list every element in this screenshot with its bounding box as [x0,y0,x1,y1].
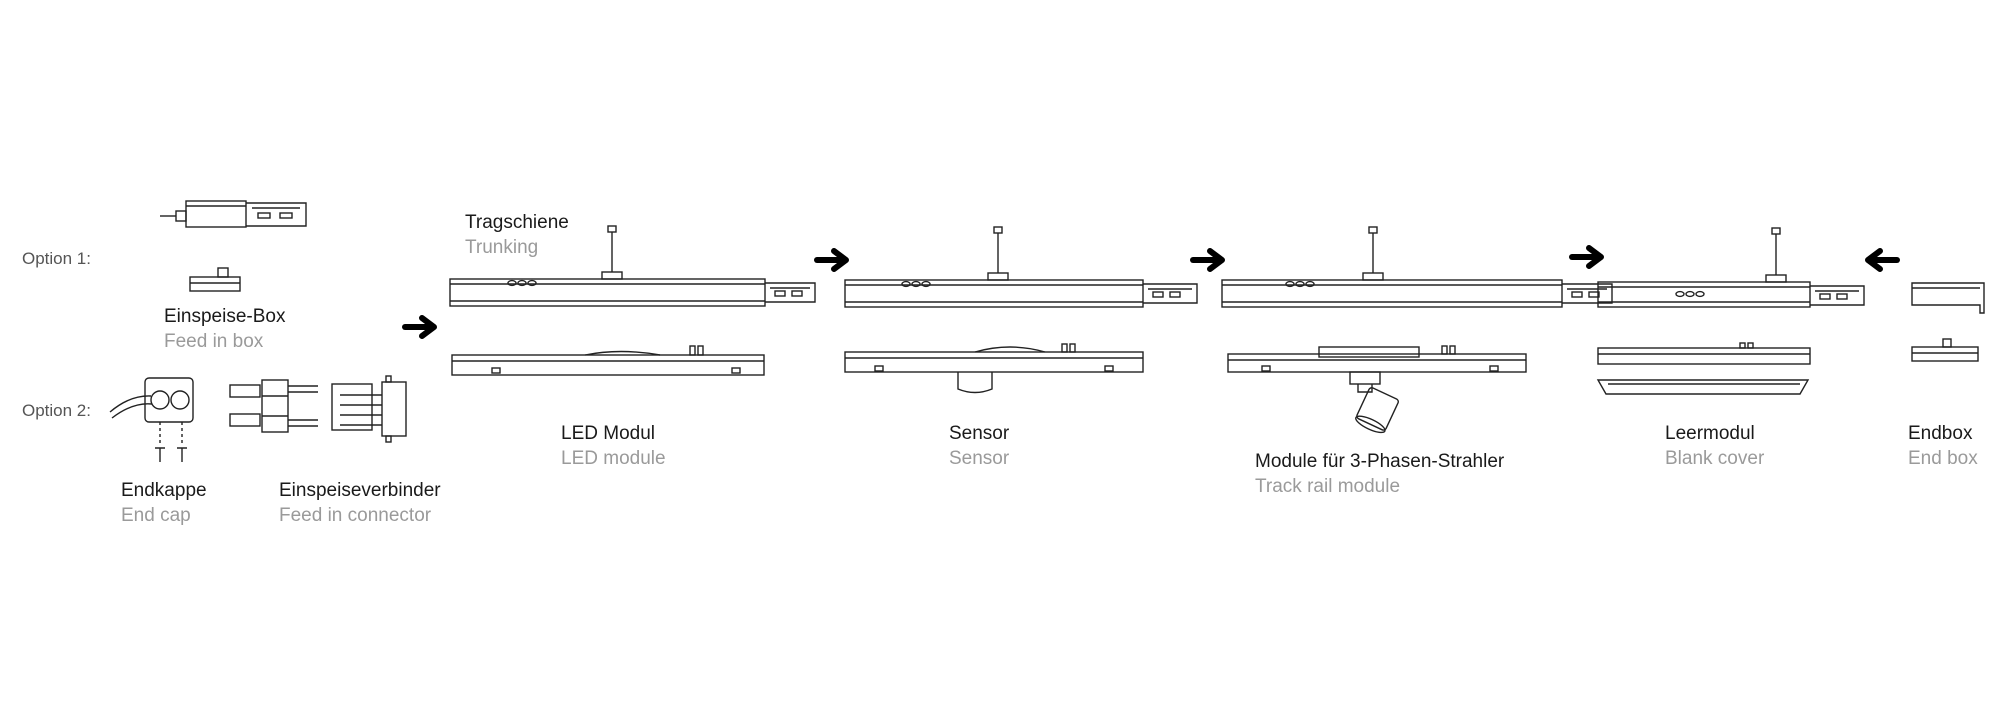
feed-in-connector-illustration [229,375,407,443]
sensor-label-de: Sensor [949,423,1010,444]
led-module-illustration [451,345,765,376]
end-box-illustration [1911,282,1985,362]
feed-in-box-rail-illustration [160,200,307,228]
track-rail-module-label-de: Module für 3-Phasen-Strahler [1255,451,1505,472]
end-box-label-de: Endbox [1908,423,1973,444]
arrow-right-icon [1569,245,1604,269]
trunking-illustration-4 [1597,227,1865,308]
feed-in-box-label-de: Einspeise-Box [164,306,286,327]
feed-in-connector-label-en: Feed in connector [279,505,432,526]
end-cap-illustration [109,377,194,462]
track-rail-module-label-en: Track rail module [1255,476,1401,497]
feed-in-box-label-en: Feed in box [164,331,264,352]
led-module-label-en: LED module [561,448,666,469]
trunking-label-de: Tragschiene [465,212,569,233]
arrow-right-icon [1190,248,1225,272]
arrow-left-icon [1865,248,1900,272]
end-box-label-en: End box [1908,448,1978,469]
arrow-right-icon [814,248,849,272]
blank-cover-label-de: Leermodul [1665,423,1755,444]
feed-in-connector-label-de: Einspeiseverbinder [279,480,441,501]
blank-cover-illustration [1596,342,1811,395]
end-cap-label-de: Endkappe [121,480,207,501]
led-module-label-de: LED Modul [561,423,655,444]
end-cap-label-en: End cap [121,505,191,526]
trunking-illustration-3 [1221,226,1613,308]
sensor-illustration [844,343,1144,394]
trunking-label-en: Trunking [465,237,539,258]
option-2-label: Option 2: [22,401,91,420]
arrow-right-icon [402,315,437,339]
trunking-illustration-1 [449,225,816,307]
option-1-label: Option 1: [22,249,91,268]
trunking-illustration-2 [844,226,1198,308]
blank-cover-label-en: Blank cover [1665,448,1765,469]
track-rail-module-illustration [1227,345,1527,434]
sensor-label-en: Sensor [949,448,1010,469]
feed-in-box-illustration [189,267,241,292]
